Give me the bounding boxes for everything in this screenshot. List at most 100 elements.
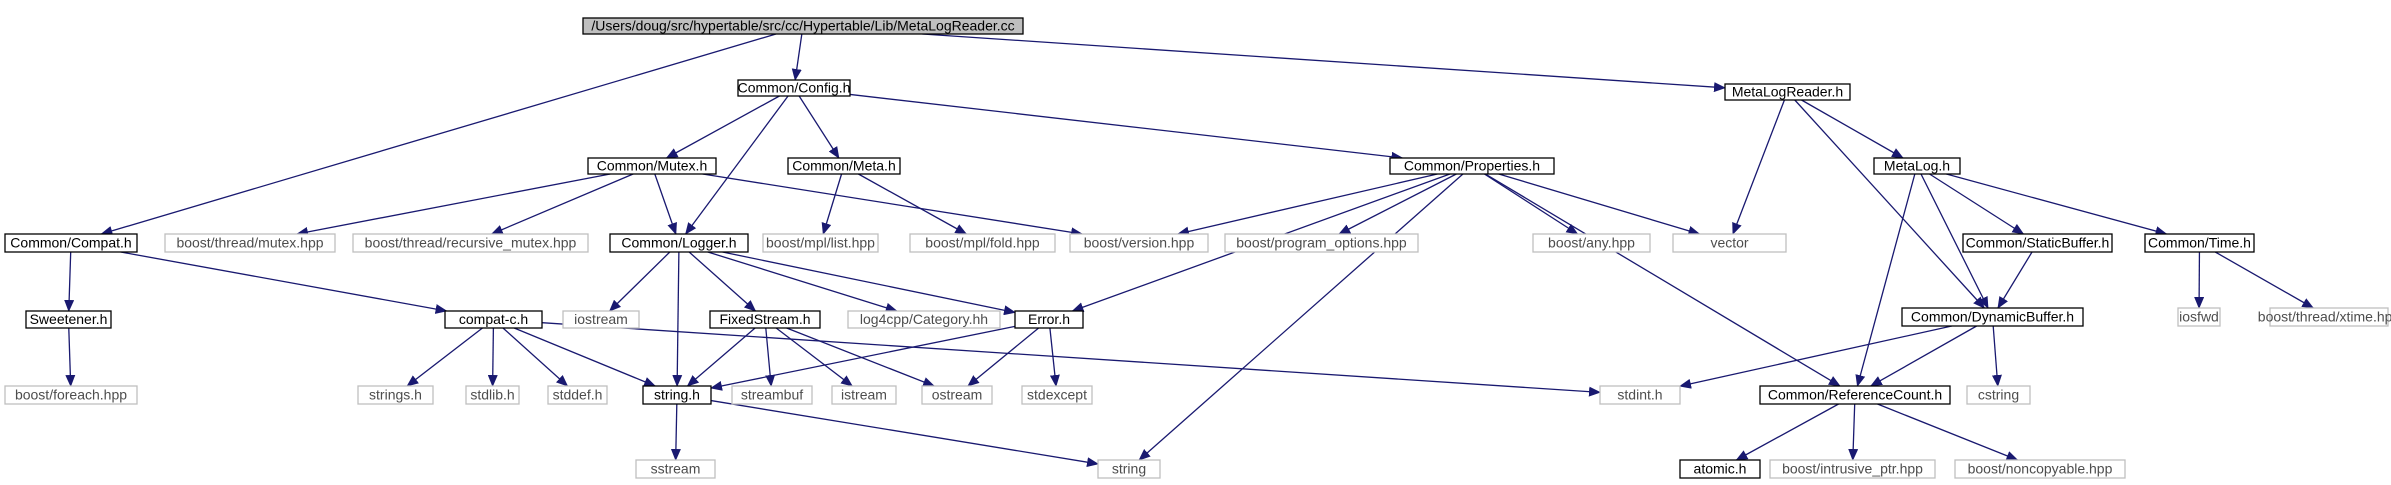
node-box-meta [787, 157, 901, 175]
node-label-b_version: boost/version.hpp [1084, 235, 1195, 251]
node-sstream: sstream [635, 459, 716, 479]
node-b_mutex: boost/thread/mutex.hpp [164, 233, 336, 253]
edge-logger-to-stringh [672, 251, 683, 387]
nodes-layer: /Users/doug/src/hypertable/src/cc/Hypert… [4, 17, 2391, 479]
node-cstring: cstring [1966, 385, 2031, 405]
node-box-dynamicbuffer [1901, 307, 2084, 327]
node-box-sweetener [25, 310, 112, 329]
node-b_version: boost/version.hpp [1069, 233, 1209, 253]
node-box-stringh [642, 385, 712, 405]
node-label-sweetener: Sweetener.h [30, 311, 108, 327]
edge-metalog-to-dynamicbuffer [1920, 173, 1989, 309]
edge-metalogreader_h-to-dynamicbuffer [1794, 99, 1985, 309]
node-label-stddefh: stddef.h [553, 387, 603, 403]
node-label-b_mplfold: boost/mpl/fold.hpp [925, 235, 1040, 251]
edge-compatc-to-stddefh [502, 327, 569, 387]
edge-compatc-to-stringsh [406, 327, 483, 387]
node-metalog[interactable]: MetaLog.h [1873, 157, 1961, 175]
edge-properties-to-refcount [1485, 173, 1841, 387]
node-mutex[interactable]: Common/Mutex.h [587, 157, 717, 175]
node-compatc[interactable]: compat-c.h [444, 310, 543, 329]
node-label-b_xtime: boost/thread/xtime.hpp [2258, 309, 2391, 325]
node-stringh[interactable]: string.h [642, 385, 712, 405]
node-string: string [1097, 459, 1161, 479]
edge-mutex-to-logger [654, 173, 677, 235]
edge-config-to-properties [849, 93, 1404, 162]
node-label-b_mutex: boost/thread/mutex.hpp [176, 235, 323, 251]
node-fixedstream[interactable]: FixedStream.h [709, 310, 821, 329]
node-config[interactable]: Common/Config.h [737, 79, 851, 97]
node-label-ostream: ostream [932, 387, 983, 403]
edge-logger-to-error [722, 251, 1016, 316]
edge-properties-to-b_any [1484, 173, 1579, 235]
node-b_mplfold: boost/mpl/fold.hpp [909, 233, 1056, 253]
node-stdlibh: stdlib.h [465, 385, 520, 405]
node-label-istream: istream [841, 387, 887, 403]
node-box-iosfwd [2177, 307, 2221, 327]
node-label-streambuf: streambuf [741, 387, 803, 403]
node-atomic[interactable]: atomic.h [1679, 459, 1761, 479]
edge-fixedstream-to-stringh [686, 327, 756, 387]
node-error[interactable]: Error.h [1014, 310, 1084, 329]
node-box-streambuf [731, 385, 813, 405]
node-box-b_xtime [2269, 307, 2389, 327]
node-dynamicbuffer[interactable]: Common/DynamicBuffer.h [1901, 307, 2084, 327]
node-metalogreader_h[interactable]: MetaLogReader.h [1724, 83, 1851, 101]
node-stdexcept: stdexcept [1021, 385, 1093, 405]
node-box-b_mutex [164, 233, 336, 253]
node-label-root: /Users/doug/src/hypertable/src/cc/Hypert… [591, 18, 1014, 34]
node-box-root [582, 17, 1024, 35]
node-b_foreach: boost/foreach.hpp [4, 385, 138, 405]
edge-compatc-to-stdinth [541, 322, 1601, 397]
node-label-properties: Common/Properties.h [1404, 158, 1540, 174]
edge-error-to-ostream [967, 327, 1040, 387]
node-meta[interactable]: Common/Meta.h [787, 157, 901, 175]
node-label-metalog: MetaLog.h [1884, 158, 1950, 174]
edge-mutex-to-b_version [702, 173, 1084, 238]
node-label-stdinth: stdint.h [1617, 387, 1662, 403]
node-compat[interactable]: Common/Compat.h [4, 233, 138, 253]
edge-compat-to-sweetener [64, 251, 75, 312]
node-box-cstring [1966, 385, 2031, 405]
node-refcount[interactable]: Common/ReferenceCount.h [1759, 385, 1951, 405]
edge-meta-to-b_mplfold [858, 173, 968, 235]
edge-metalog-to-time [1946, 173, 2168, 236]
node-istream: istream [831, 385, 897, 405]
node-box-iostream [562, 310, 640, 329]
node-label-compat: Common/Compat.h [10, 235, 131, 251]
edge-error-to-stdexcept [1049, 327, 1060, 387]
edge-logger-to-fixedstream [688, 251, 757, 312]
edge-logger-to-iostream [608, 251, 671, 312]
node-vector: vector [1672, 233, 1787, 253]
node-time[interactable]: Common/Time.h [2144, 233, 2255, 253]
node-sweetener[interactable]: Sweetener.h [25, 310, 112, 329]
node-label-stdlibh: stdlib.h [470, 387, 514, 403]
node-streambuf: streambuf [731, 385, 813, 405]
node-box-vector [1672, 233, 1787, 253]
node-root[interactable]: /Users/doug/src/hypertable/src/cc/Hypert… [582, 17, 1024, 35]
node-box-b_any [1532, 233, 1651, 253]
edge-root-to-config [791, 33, 803, 81]
node-stringsh: strings.h [357, 385, 434, 405]
node-box-properties [1389, 157, 1555, 175]
edge-compatc-to-stdlibh [487, 327, 498, 387]
node-box-error [1014, 310, 1084, 329]
node-label-stdexcept: stdexcept [1027, 387, 1087, 403]
node-staticbuffer[interactable]: Common/StaticBuffer.h [1962, 233, 2113, 253]
node-label-time: Common/Time.h [2148, 235, 2251, 251]
node-logger[interactable]: Common/Logger.h [609, 233, 749, 253]
node-b_noncopy: boost/noncopyable.hpp [1954, 459, 2126, 479]
edge-logger-to-log4cpp [707, 251, 898, 313]
node-box-b_recmutex [352, 233, 589, 253]
node-label-b_recmutex: boost/thread/recursive_mutex.hpp [365, 235, 577, 251]
node-label-refcount: Common/ReferenceCount.h [1768, 387, 1942, 403]
edge-metalogreader_h-to-vector [1732, 99, 1786, 235]
node-box-b_progopt [1224, 233, 1419, 253]
edges-layer [64, 33, 2315, 468]
node-properties[interactable]: Common/Properties.h [1389, 157, 1555, 175]
node-label-iosfwd: iosfwd [2179, 309, 2219, 325]
edge-config-to-meta [798, 95, 840, 159]
node-box-compat [4, 233, 138, 253]
node-box-fixedstream [709, 310, 821, 329]
